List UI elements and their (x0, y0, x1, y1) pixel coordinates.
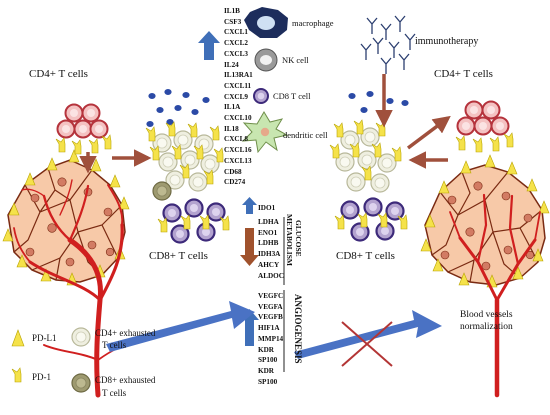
macrophage-icon (244, 7, 288, 38)
gene-immune-12: CXCL8 (224, 135, 248, 144)
label-vessels-1: Blood vessels (460, 310, 513, 320)
legend-cd4-exhausted-1: CD4+ exhausted (95, 328, 156, 338)
label-cd4-left: CD4+ T cells (29, 68, 88, 80)
gene-immune-9: IL1A (224, 103, 241, 112)
label-cd8-right: CD8+ T cells (336, 250, 395, 262)
gene-angio-2: VEGFB (258, 313, 283, 322)
dendritic-cell-icon (241, 111, 289, 154)
exhausted-cluster-left (145, 121, 224, 201)
cytokine-dots-left (146, 89, 210, 127)
label-cd8-left: CD8+ T cells (149, 250, 208, 262)
pdl1-icon (90, 158, 102, 172)
label-immunotherapy: immunotherapy (415, 36, 479, 47)
up-arrow-immune (198, 31, 220, 60)
down-arrow-glucose (240, 228, 259, 266)
label-cd4-right: CD4+ T cells (434, 68, 493, 80)
label-cd8-cell: CD8 T cell (273, 91, 311, 101)
pdl1-icon (484, 154, 496, 168)
gene-immune-0: IL1B (224, 7, 240, 15)
vessels-right (449, 193, 541, 398)
gene-immune-4: CXCL3 (224, 49, 248, 58)
pdl1-icon (526, 178, 538, 192)
gene-angio-8: SP100 (258, 377, 278, 386)
legend-pdl1-label: PD-L1 (32, 333, 57, 343)
gene-immune-3: CXCL2 (224, 39, 248, 48)
gene-angio-1: VEGFA (258, 302, 283, 311)
gene-immune-5: IL24 (224, 60, 239, 69)
gene-glucose-5: ALDOC (258, 271, 284, 280)
vessels-left (13, 179, 141, 398)
gene-immune-1: CSF3 (224, 17, 242, 26)
cd8-cluster-right (334, 197, 408, 242)
gene-angio-7: KDR (258, 366, 274, 375)
pdl1-icon (506, 161, 518, 175)
gene-angio-0: VEGFC (258, 292, 284, 300)
legend-pd1-icon (11, 367, 22, 383)
cd8-cell-icon (253, 88, 269, 104)
cd8-cluster-left (157, 198, 230, 244)
flow-arrows (79, 74, 451, 174)
gene-immune-7: CXCL11 (224, 81, 252, 90)
gene-angio-6: SP100 (258, 356, 278, 365)
gene-immune-2: CXCL1 (224, 28, 248, 37)
section-glucose-line1: GLUCOSE (294, 220, 303, 257)
gene-immune-14: CXCL13 (224, 156, 252, 165)
pdl1-icon (46, 157, 58, 171)
cd4-cluster-left (55, 103, 112, 155)
gene-angio-5: KDR (258, 345, 274, 354)
big-arrow-right (294, 310, 442, 359)
gene-glucose-3: IDH3A (258, 250, 281, 259)
label-nk-cell: NK cell (282, 55, 309, 65)
nk-cell-icon (254, 48, 278, 72)
gene-immune-15: CD68 (224, 167, 242, 176)
label-macrophage: macrophage (292, 18, 334, 28)
gene-immune-11: IL18 (224, 124, 239, 133)
legend-cd4-exhausted-2: T cells (102, 340, 127, 350)
gene-glucose-4: AHCY (258, 260, 280, 269)
blocked-cross-icon (341, 321, 393, 367)
cytokine-dots-right (348, 91, 409, 113)
legend-cd8-exhausted-2: T cells (102, 388, 127, 398)
legend-cd4-exhausted-icon (71, 327, 91, 347)
gene-glucose-0: LDHA (258, 218, 279, 226)
gene-immune-6: IL13RA1 (224, 71, 253, 80)
gene-angio-4: MMP14 (258, 334, 284, 343)
gene-immune-8: CXCL9 (224, 92, 248, 101)
gene-ido1: IDO1 (258, 204, 276, 212)
exhausted-cluster-right (329, 119, 402, 193)
cd4-cluster-right (455, 100, 514, 153)
big-arrow-left (106, 301, 255, 352)
legend-pdl1-icon (11, 329, 25, 347)
gene-glucose-1: ENO1 (258, 228, 278, 237)
antibodies-icon (360, 15, 416, 75)
gene-immune-13: CXCL16 (224, 146, 252, 155)
pdl1-icon (109, 174, 121, 188)
up-arrow-ido (242, 197, 257, 214)
gene-immune-16: CD274 (224, 178, 246, 187)
section-angiogenesis: ANGIOGENESIS (293, 294, 303, 364)
tumor-left (2, 149, 130, 286)
pdl1-icon (460, 160, 472, 174)
label-vessels-2: normalization (460, 322, 513, 332)
label-dendritic-cell: dendritic cell (283, 130, 328, 140)
legend-pd1-label: PD-1 (32, 372, 52, 382)
gene-angio-3: HIF1A (258, 324, 280, 333)
gene-glucose-2: LDHB (258, 239, 279, 248)
gene-immune-10: CXCL10 (224, 114, 252, 123)
legend-cd8-exhausted-icon (71, 373, 91, 393)
legend-cd8-exhausted-1: CD8+ exhausted (95, 375, 156, 385)
section-glucose-line2: METABOLISM (285, 214, 294, 266)
